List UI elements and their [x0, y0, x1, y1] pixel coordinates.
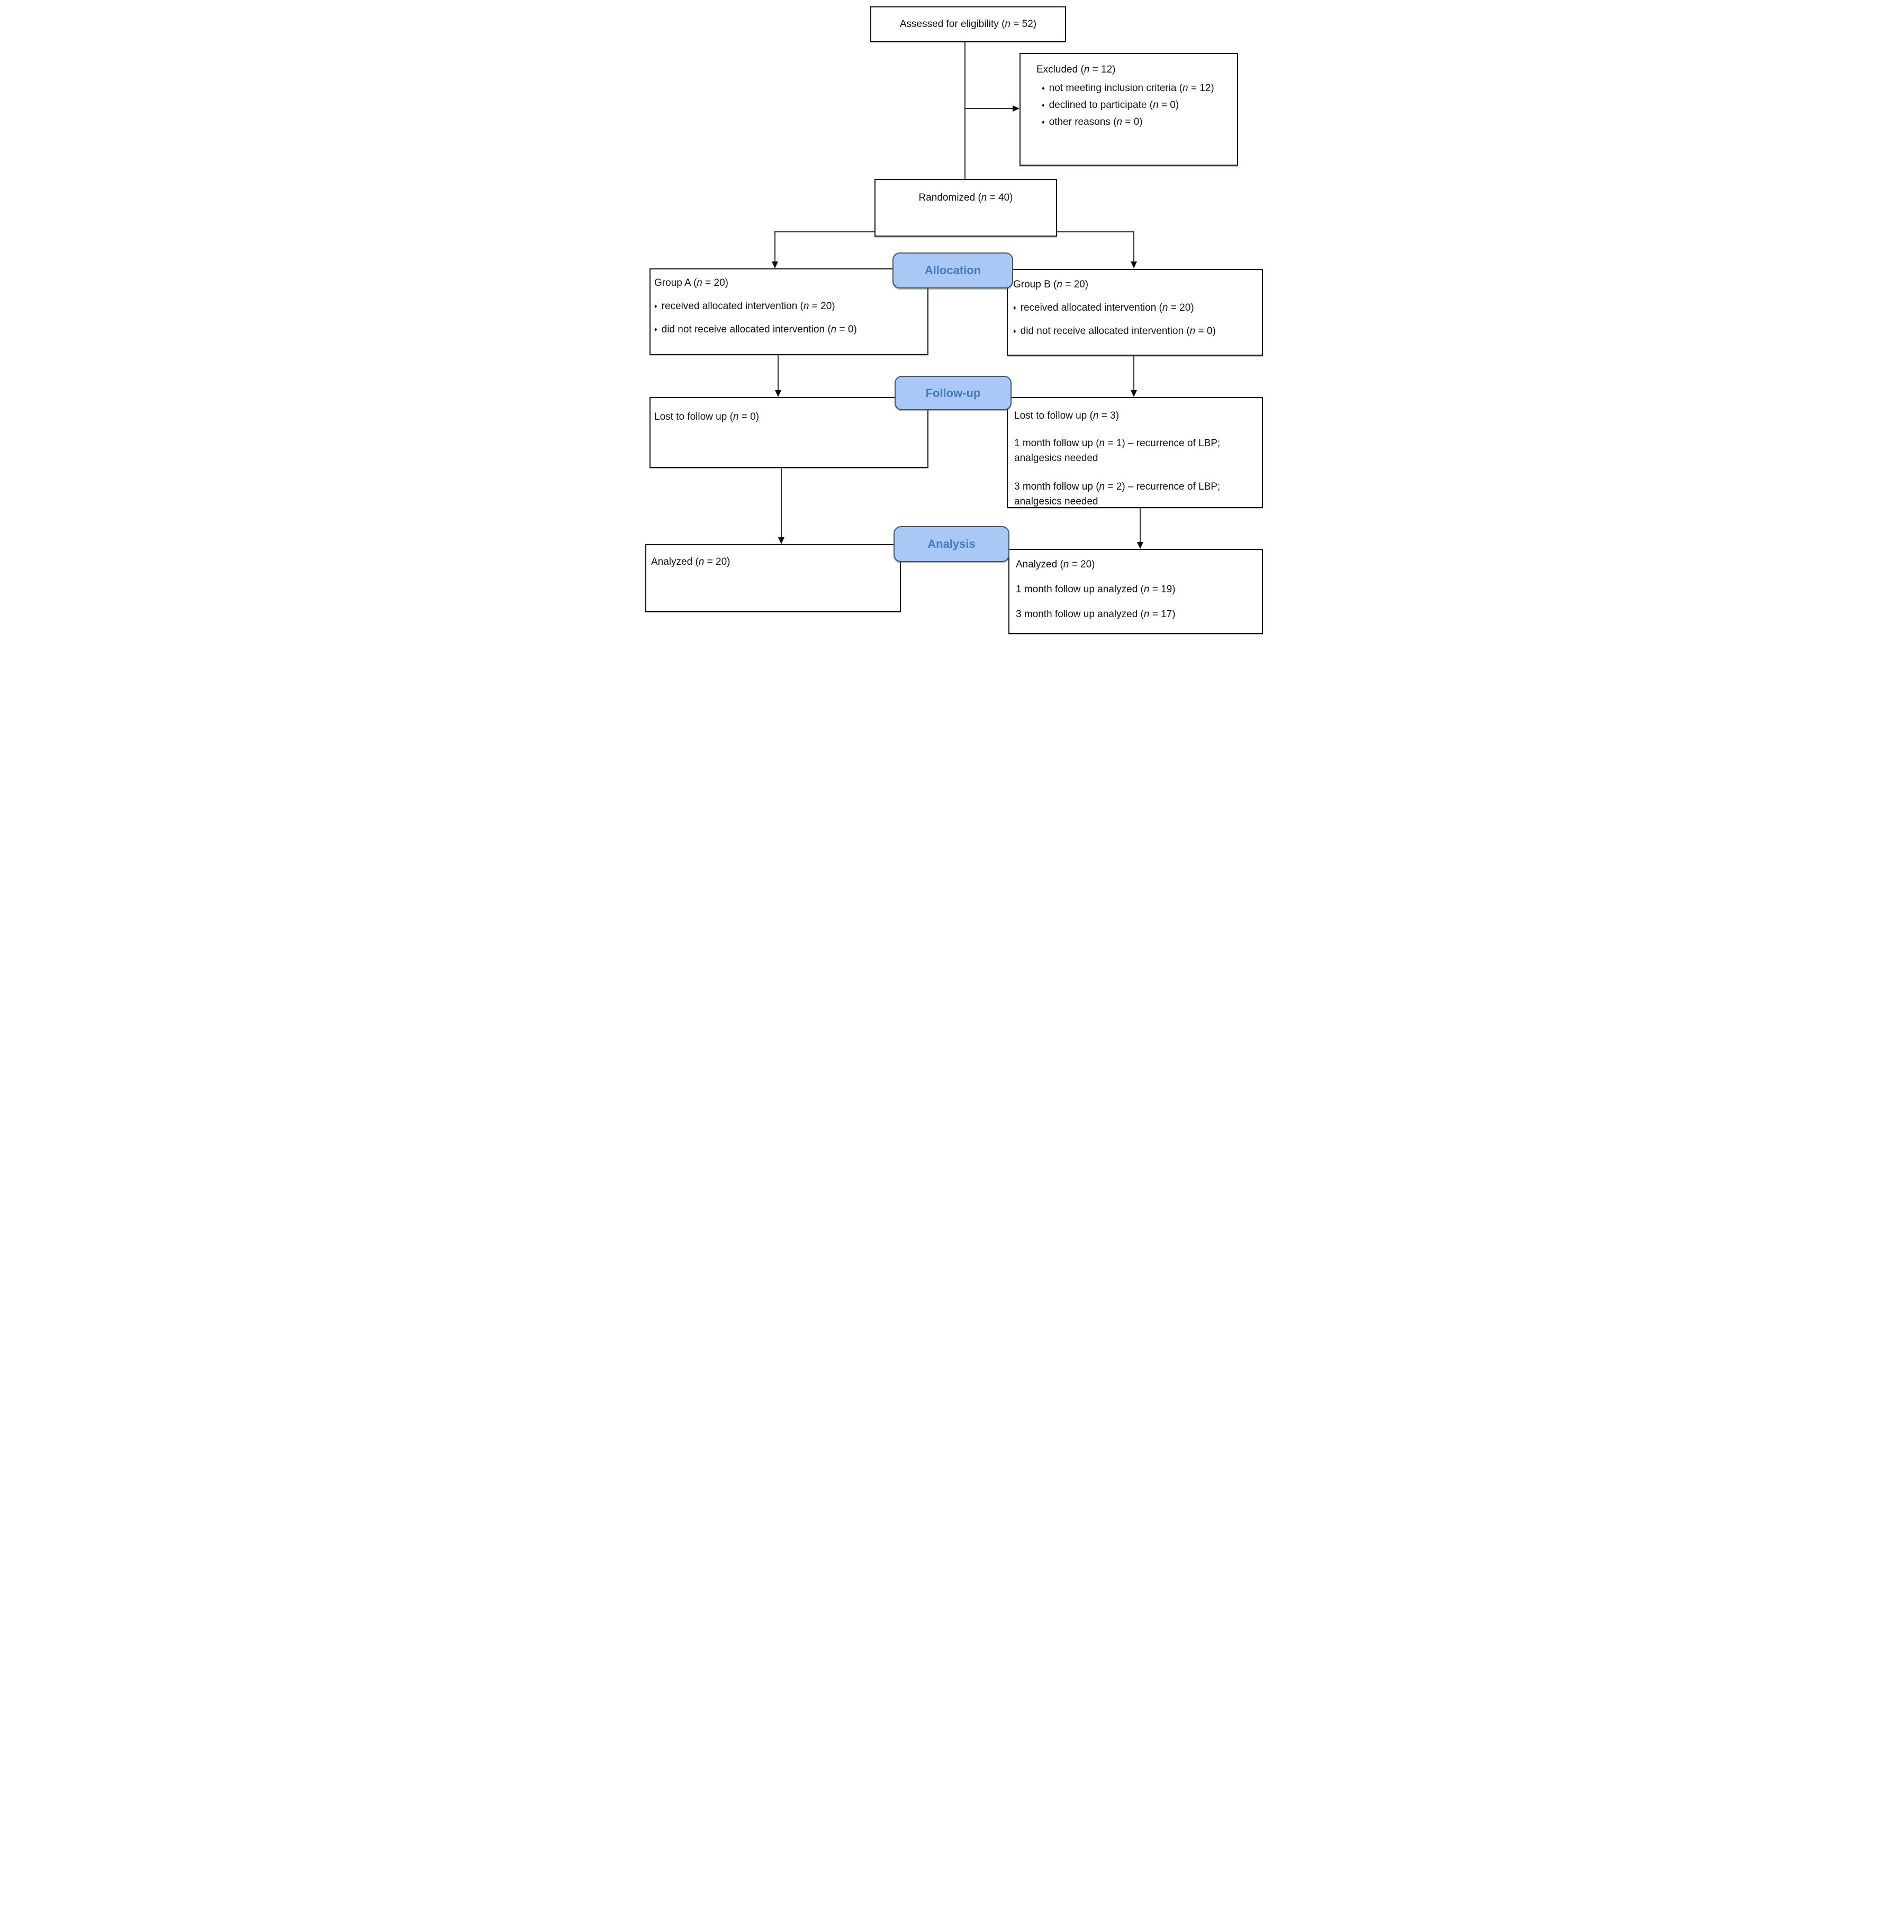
arrowhead-analyzed-a — [778, 537, 784, 544]
lost-followup-b-box: Lost to follow up (n = 3) 1 month follow… — [1007, 397, 1263, 508]
excluded-bullet-3: ♦ other reasons (n = 0) — [1042, 115, 1232, 129]
lost-a-title: Lost to follow up (n = 0) — [654, 411, 760, 422]
excluded-bullet-2-label: declined to participate (n = 0) — [1049, 100, 1179, 111]
assessed-label: Assessed for eligibility (n = 52) — [899, 18, 1037, 30]
lost-b-paragraph-2: 3 month follow up (n = 2) – recurrence o… — [1014, 481, 1221, 507]
analysis-badge-label: Analysis — [927, 537, 976, 550]
diamond-bullet-icon: ♦ — [654, 303, 657, 310]
followup-badge-label: Follow-up — [925, 386, 981, 400]
connector-to-excluded — [965, 108, 1013, 109]
analyzed-a-box: Analyzed (n = 20) — [645, 544, 901, 612]
group-a-bullet-1-label: received allocated intervention (n = 20) — [661, 301, 835, 312]
followup-badge: Follow-up — [895, 376, 1012, 410]
allocation-badge: Allocation — [892, 252, 1013, 288]
lost-followup-a-box: Lost to follow up (n = 0) — [649, 397, 928, 468]
analyzed-b-box: Analyzed (n = 20) 1 month follow up anal… — [1008, 549, 1263, 634]
consort-flow-diagram: Assessed for eligibility (n = 52) Exclud… — [635, 0, 1269, 644]
arrowhead-excluded — [1013, 105, 1019, 112]
group-a-bullet-1: ♦ received allocated intervention (n = 2… — [654, 300, 924, 313]
connector-randomized-left-horizontal — [774, 231, 874, 232]
group-a-box: Group A (n = 20) ♦ received allocated in… — [649, 268, 928, 355]
group-a-title: Group A (n = 20) — [654, 277, 728, 288]
diamond-bullet-icon: ♦ — [1042, 102, 1045, 109]
excluded-box: Excluded (n = 12) ♦ not meeting inclusio… — [1019, 53, 1238, 166]
arrowhead-analyzed-b — [1137, 542, 1143, 549]
group-b-title: Group B (n = 20) — [1013, 279, 1089, 290]
lost-b-title: Lost to follow up (n = 3) — [1014, 410, 1120, 421]
analyzed-b-line-2: 3 month follow up analyzed (n = 17) — [1016, 609, 1176, 620]
arrowhead-lost-b — [1131, 390, 1137, 397]
group-b-bullet-1-label: received allocated intervention (n = 20) — [1020, 302, 1194, 313]
excluded-bullet-3-label: other reasons (n = 0) — [1049, 116, 1143, 128]
group-b-box: Group B (n = 20) ♦ received allocated in… — [1007, 269, 1263, 356]
allocation-badge-label: Allocation — [924, 264, 981, 277]
connector-group-a-to-lost-a — [778, 355, 779, 391]
randomized-label: Randomized (n = 40) — [918, 192, 1013, 203]
group-a-bullet-2: ♦ did not receive allocated intervention… — [654, 323, 924, 336]
randomized-box: Randomized (n = 40) — [874, 179, 1057, 237]
diamond-bullet-icon: ♦ — [1042, 119, 1045, 125]
lost-b-paragraph-1: 1 month follow up (n = 1) – recurrence o… — [1014, 438, 1221, 464]
excluded-bullet-1: ♦ not meeting inclusion criteria (n = 12… — [1042, 82, 1232, 95]
analyzed-a-title: Analyzed (n = 20) — [651, 556, 730, 567]
arrowhead-group-a — [772, 261, 778, 268]
connector-group-b-to-lost-b — [1133, 356, 1134, 391]
group-b-bullet-2: ♦ did not receive allocated intervention… — [1013, 325, 1259, 338]
excluded-bullet-1-label: not meeting inclusion criteria (n = 12) — [1049, 83, 1214, 94]
excluded-title: Excluded (n = 12) — [1036, 64, 1116, 75]
assessed-box: Assessed for eligibility (n = 52) — [870, 6, 1066, 42]
diamond-bullet-icon: ♦ — [1013, 328, 1016, 335]
connector-randomized-to-group-a — [774, 231, 775, 262]
connector-assessed-to-randomized — [964, 42, 965, 179]
group-a-bullet-2-label: did not receive allocated intervention (… — [661, 324, 857, 335]
arrowhead-group-b — [1131, 261, 1137, 268]
diamond-bullet-icon: ♦ — [1042, 85, 1045, 92]
group-b-bullet-1: ♦ received allocated intervention (n = 2… — [1013, 302, 1259, 314]
arrowhead-lost-a — [775, 390, 781, 397]
connector-randomized-right-horizontal — [1057, 231, 1134, 232]
diamond-bullet-icon: ♦ — [654, 327, 657, 333]
diamond-bullet-icon: ♦ — [1013, 305, 1016, 311]
excluded-bullet-2: ♦ declined to participate (n = 0) — [1042, 98, 1232, 112]
connector-randomized-to-group-b — [1133, 231, 1134, 262]
group-b-bullet-2-label: did not receive allocated intervention (… — [1020, 326, 1216, 337]
analyzed-b-title: Analyzed (n = 20) — [1016, 559, 1095, 570]
analyzed-b-line-1: 1 month follow up analyzed (n = 19) — [1016, 584, 1176, 595]
connector-lost-a-to-analyzed-a — [781, 468, 782, 538]
analysis-badge: Analysis — [894, 526, 1009, 562]
connector-lost-b-to-analyzed-b — [1140, 508, 1141, 543]
